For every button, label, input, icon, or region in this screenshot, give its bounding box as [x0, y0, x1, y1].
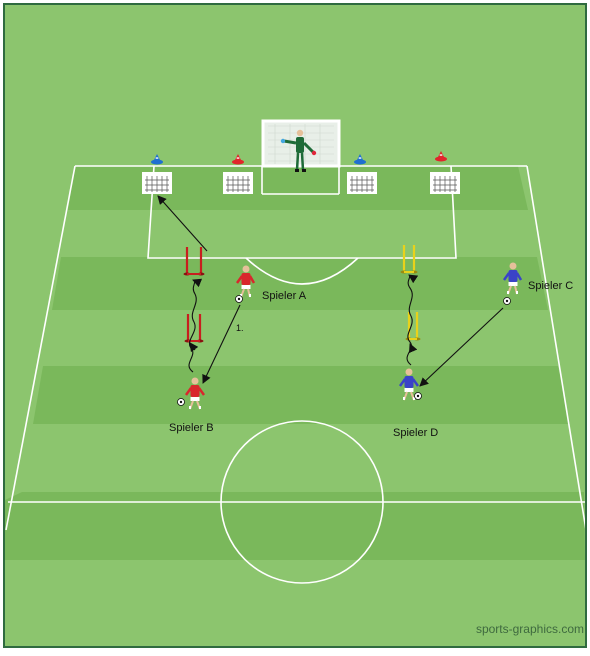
- mini-goal-icon: [348, 173, 376, 193]
- label-player-a: Spieler A: [262, 290, 307, 302]
- label-player-d: Spieler D: [393, 427, 438, 439]
- label-player-c: Spieler C: [528, 280, 573, 292]
- ball-icon: [415, 393, 422, 400]
- mini-goal-icon: [143, 173, 171, 193]
- label-player-b: Spieler B: [169, 422, 214, 434]
- mini-goal-icon: [431, 173, 459, 193]
- ball-icon: [178, 399, 185, 406]
- ball-icon: [236, 296, 243, 303]
- mini-goal-icon: [224, 173, 252, 193]
- ball-icon: [504, 298, 511, 305]
- label-step-one: 1.: [236, 323, 244, 333]
- grass-stripe: [33, 366, 570, 424]
- watermark: sports-graphics.com: [476, 622, 584, 636]
- main-goal: [263, 121, 339, 172]
